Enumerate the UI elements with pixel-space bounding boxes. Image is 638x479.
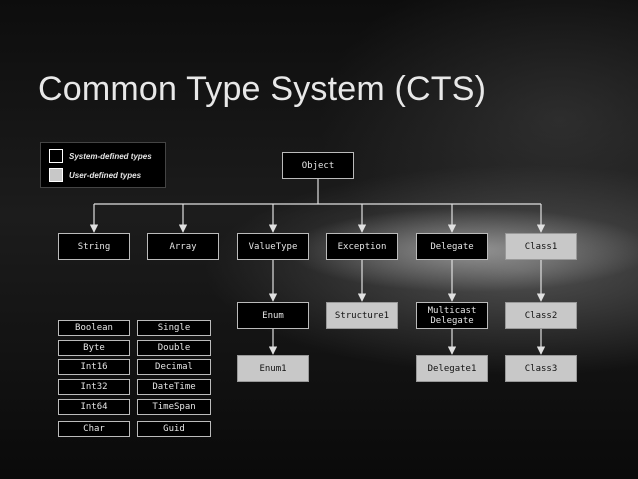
node-boolean: Boolean [58,320,130,336]
node-array: Array [147,233,219,260]
node-datetime: DateTime [137,379,211,395]
legend-swatch-user [49,168,63,182]
node-double: Double [137,340,211,356]
legend-row-user: User-defined types [49,167,141,183]
node-delegate: Delegate [416,233,488,260]
node-int32: Int32 [58,379,130,395]
node-char: Char [58,421,130,437]
node-enum: Enum [237,302,309,329]
node-int64: Int64 [58,399,130,415]
node-byte: Byte [58,340,130,356]
slide-title: Common Type System (CTS) [38,70,487,108]
legend-label-user: User-defined types [69,170,142,180]
node-int16: Int16 [58,359,130,375]
node-timespan: TimeSpan [137,399,211,415]
node-valuetype: ValueType [237,233,309,260]
node-guid: Guid [137,421,211,437]
node-delegate1: Delegate1 [416,355,488,382]
legend-swatch-system [49,149,63,163]
node-string: String [58,233,130,260]
node-class1: Class1 [505,233,577,260]
node-decimal: Decimal [137,359,211,375]
node-exception: Exception [326,233,398,260]
node-class3: Class3 [505,355,577,382]
legend-label-system: System-defined types [69,151,152,161]
node-single: Single [137,320,211,336]
node-structure1: Structure1 [326,302,398,329]
node-object: Object [282,152,354,179]
node-class2: Class2 [505,302,577,329]
legend: System-defined types User-defined types [40,142,166,188]
legend-row-system: System-defined types [49,148,152,164]
node-enum1: Enum1 [237,355,309,382]
